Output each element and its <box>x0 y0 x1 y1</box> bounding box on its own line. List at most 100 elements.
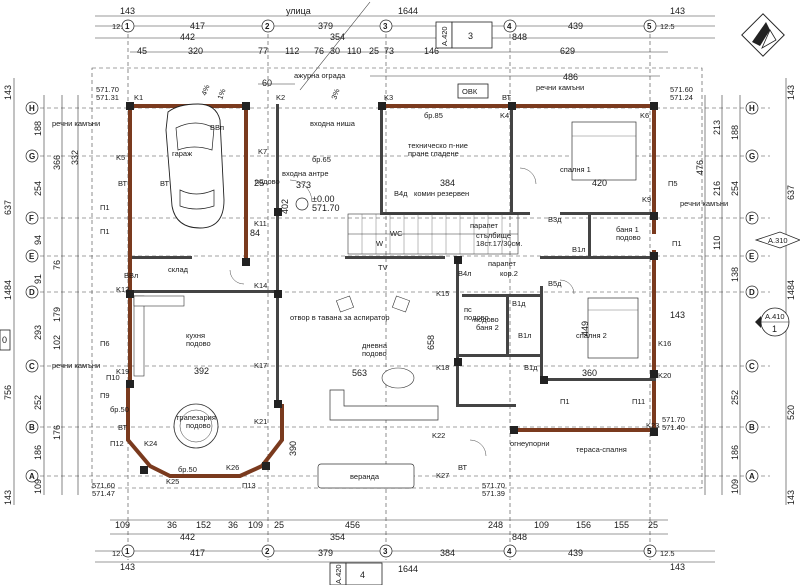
left-dim-186: 186 <box>33 445 43 460</box>
top-dim-76: 76 <box>314 46 324 56</box>
window-P1-d: П1 <box>560 397 570 406</box>
axis-D-left: D <box>29 288 35 297</box>
col-K18: K18 <box>436 363 449 372</box>
top-dim-60: 60 <box>262 78 272 88</box>
col-K21: K21 <box>254 417 267 426</box>
right-dim-overall: 1484 <box>786 280 796 300</box>
axis-A-left: A <box>29 472 35 481</box>
col-K25: K25 <box>166 477 179 486</box>
room-bath2-floor: подово <box>474 315 499 324</box>
left-dim-188: 188 <box>33 121 43 136</box>
axis-F-left: F <box>29 214 34 223</box>
door-VT-4: ВТ <box>458 463 468 472</box>
window-P9: П9 <box>100 391 110 400</box>
level-bl-1: 571.60 <box>92 481 115 490</box>
top-dimension-lines <box>95 15 715 85</box>
top-overall-right: 143 <box>670 6 685 16</box>
top-dim-442: 442 <box>180 32 195 42</box>
window-P6: П6 <box>100 339 110 348</box>
label-river-stones-right: речни камъни <box>680 199 728 208</box>
dim-hall-w: 373 <box>296 180 311 190</box>
room-ps-floor: подово <box>464 313 489 322</box>
top-dim-354: 354 <box>330 32 345 42</box>
dim-living-w: 563 <box>352 368 367 378</box>
label-openwork-fence: ажурна ограда <box>294 71 346 80</box>
left-dim-91: 91 <box>33 274 43 284</box>
axis-num-1-top: 1 <box>125 22 130 31</box>
window-P13: П13 <box>242 481 256 490</box>
section-top-code: A.420 <box>440 26 449 46</box>
col-K17: K17 <box>254 361 267 370</box>
axis-B-left: B <box>29 423 35 432</box>
room-living-floor: подово <box>362 349 387 358</box>
bottom-dim-152: 152 <box>196 520 211 530</box>
left-dim-143a: 143 <box>3 85 13 100</box>
section-right-upper-code: A.310 <box>768 236 788 245</box>
right-dim-110: 110 <box>712 236 722 250</box>
top-dim-417: 417 <box>190 21 205 31</box>
door-B4l: B4л <box>458 269 472 278</box>
top-dim-320: 320 <box>188 46 203 56</box>
section-mark-right-upper: A.310 <box>754 231 800 249</box>
label-w: W <box>376 239 384 248</box>
door-VT-1: ВТ <box>118 179 128 188</box>
col-K26: K26 <box>226 463 239 472</box>
dim-v2: 25 <box>254 178 264 188</box>
level-tl-1: 571.70 <box>96 85 119 94</box>
room-dining: трапезария <box>176 413 216 422</box>
bottom-dim-36a: 36 <box>167 520 177 530</box>
right-dim-186: 186 <box>730 445 740 460</box>
column-labels: K1 K2 K3 K4 K5 K6 K7 K9 K11 K13 K14 K15 … <box>116 93 671 486</box>
bottom-dim-109c: 109 <box>534 520 549 530</box>
dim-v1: 84 <box>250 228 260 238</box>
axis-A-right: A <box>749 472 755 481</box>
axis-F-right: F <box>749 214 754 223</box>
top-dim-73: 73 <box>384 46 394 56</box>
col-K20: K20 <box>658 371 671 380</box>
bottom-dim-456: 456 <box>345 520 360 530</box>
bottom-dim-248: 248 <box>488 520 503 530</box>
bottom-dim-417: 417 <box>190 548 205 558</box>
dim-bedroom2-w: 449 <box>580 321 590 336</box>
window-P1-a: П1 <box>100 203 110 212</box>
door-VVl: ВВл <box>124 271 138 280</box>
axis-number-markers-top: 1 2 3 4 5 <box>121 19 657 33</box>
section-mark-right-lower: A.410 1 <box>755 307 790 337</box>
label-river-stones-top: речни камъни <box>536 83 584 92</box>
label-parapet: парапет <box>470 221 499 230</box>
axis-num-4-top: 4 <box>507 22 512 31</box>
street-label: улица <box>286 6 311 16</box>
top-small-left: 12.5 <box>112 22 127 31</box>
bottom-dim-36b: 36 <box>228 520 238 530</box>
left-dim-366: 366 <box>52 155 62 170</box>
axis-C-right: C <box>749 362 755 371</box>
door-VT-3: ВТ <box>118 423 128 432</box>
left-dim-102: 102 <box>52 335 62 350</box>
door-VT-2: ВТ <box>502 93 512 102</box>
label-fireproof: огнеупорни <box>510 439 550 448</box>
label-chimney: комин резервен <box>414 189 469 198</box>
right-dim-637: 637 <box>786 185 796 200</box>
door-B1d-b: B1д <box>524 363 538 372</box>
label-tv: TV <box>378 263 388 272</box>
label-parapet-2: парапет <box>488 259 517 268</box>
axis-B-right: B <box>749 423 755 432</box>
room-entrance-niche: входна ниша <box>310 119 356 128</box>
dim-hall-h: 402 <box>280 199 290 214</box>
axis-E-left: E <box>29 252 35 261</box>
top-dim-77: 77 <box>258 46 268 56</box>
right-dim-252: 252 <box>730 390 740 405</box>
level-bl-2: 571.47 <box>92 489 115 498</box>
room-ps: пс <box>464 305 472 314</box>
label-river-stones-left-mid: речни камъни <box>52 361 100 370</box>
door-B1d-a: B1д <box>512 299 526 308</box>
right-dim-109: 109 <box>730 479 740 494</box>
level-marker-icon <box>295 197 309 211</box>
level-tl-2: 571.31 <box>96 93 119 102</box>
door-swings <box>229 167 575 457</box>
label-ceiling-opening: отвор в тавана за аспиратор <box>290 313 390 322</box>
label-river-stones-left-top: речни камъни <box>52 119 100 128</box>
section-bottom-code: A.420 <box>334 564 343 584</box>
level-main-2: 571.70 <box>312 203 340 213</box>
interior-walls <box>132 104 656 407</box>
